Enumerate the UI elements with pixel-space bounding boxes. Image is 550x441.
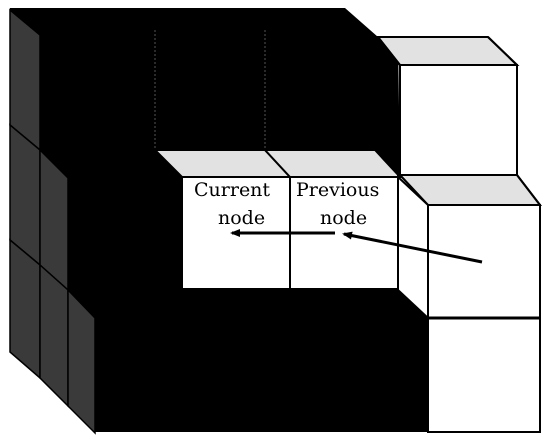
cube-front-face	[399, 64, 518, 176]
previous-node-label-line2: node	[320, 207, 367, 229]
previous-node-label-line1: Previous	[296, 179, 379, 201]
cube-top-face	[375, 36, 520, 66]
solid-block-front	[95, 318, 430, 432]
side-face-4	[9, 238, 41, 380]
right-cube-column	[375, 36, 543, 433]
side-face-5	[39, 263, 69, 408]
solid-block-mass	[10, 8, 430, 432]
current-node-label-line2: node	[218, 207, 265, 229]
hidden-edges	[154, 30, 266, 150]
cube-front-face	[427, 204, 541, 319]
left-side-faces	[9, 8, 96, 435]
cube-front-face	[427, 317, 541, 433]
current-node-label-line1: Current	[194, 179, 270, 201]
side-face-6	[67, 288, 96, 435]
previous-node-top	[262, 149, 403, 178]
move-arrow-to-previous	[342, 231, 483, 264]
